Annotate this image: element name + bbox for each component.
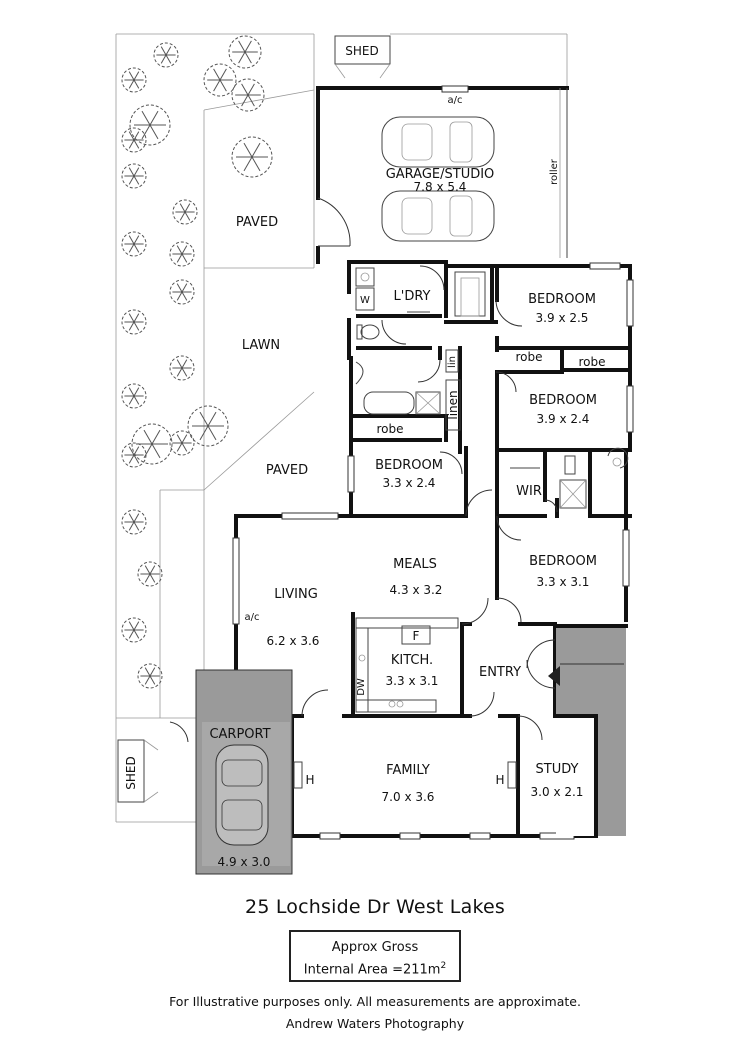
room-label-kitchen: KITCH. <box>391 653 433 668</box>
room-dims-living: 6.2 x 3.6 <box>267 634 320 648</box>
tree-icon <box>169 355 195 381</box>
tree-icon <box>121 163 147 189</box>
robe-label-bed2: robe <box>578 355 605 369</box>
tree-icon <box>121 127 147 153</box>
tree-icon <box>121 442 147 468</box>
laundry-fixtures: W L'DRY <box>355 267 486 317</box>
room-label-bed3: BEDROOM <box>375 458 443 473</box>
area-unit-superscript: 2 <box>440 961 447 971</box>
outdoor-label-lawn: LAWN <box>242 338 280 353</box>
room-dims-family: 7.0 x 3.6 <box>382 790 435 804</box>
ac-living-label: a/c <box>245 612 260 623</box>
porch <box>548 628 626 838</box>
room-label-bed4: BEDROOM <box>529 554 597 569</box>
shed-left: SHED <box>117 721 189 803</box>
kitchen-fixtures: F DW <box>355 617 459 713</box>
robe-label-bed3: robe <box>376 422 403 436</box>
tree-icon <box>228 35 262 69</box>
room-label-bed2: BEDROOM <box>529 393 597 408</box>
room-label-garage: GARAGE/STUDIO <box>386 167 495 182</box>
room-dims-bed1: 3.9 x 2.5 <box>536 311 589 325</box>
roller-label: roller <box>549 158 560 185</box>
car-icon <box>215 744 269 846</box>
linen-label: linen <box>446 390 460 419</box>
outdoor-label-paved-mid: PAVED <box>266 463 308 478</box>
disclaimer-text: For Illustrative purposes only. All meas… <box>169 994 581 1009</box>
room-label-shed-left: SHED <box>124 756 138 789</box>
room-dims-study: 3.0 x 2.1 <box>531 785 584 799</box>
doors <box>301 265 558 741</box>
tree-icon <box>121 67 147 93</box>
room-label-entry: ENTRY <box>479 665 521 680</box>
tree-icon <box>121 509 147 535</box>
property-address-title: 25 Lochside Dr West Lakes <box>245 896 505 918</box>
tree-icon <box>172 199 198 225</box>
outdoor-label-paved-top: PAVED <box>236 215 278 230</box>
tree-icon <box>231 136 273 178</box>
heater-right-label: H <box>495 773 504 787</box>
lin-label: lin <box>447 356 458 368</box>
room-dims-garage: 7.8 x 5.4 <box>414 180 467 194</box>
floor-plan: SHED a/c roller GARAGE/STUDIO 7.8 x 5.4 <box>115 33 634 875</box>
room-label-study: STUDY <box>536 762 579 777</box>
heaters: H H <box>293 761 517 789</box>
room-dims-carport: 4.9 x 3.0 <box>218 855 271 869</box>
room-label-family: FAMILY <box>386 763 430 778</box>
room-dims-bed4: 3.3 x 3.1 <box>537 575 590 589</box>
room-dims-bed2: 3.9 x 2.4 <box>537 412 590 426</box>
room-label-carport: CARPORT <box>209 727 270 742</box>
area-line-2: Internal Area =211m2 <box>291 957 459 979</box>
site-boundary <box>115 33 568 823</box>
tree-icon <box>169 430 195 456</box>
room-label-shed-top: SHED <box>345 44 378 58</box>
room-dims-meals: 4.3 x 3.2 <box>390 583 443 597</box>
washer-label: W <box>360 295 370 306</box>
shed-top: SHED <box>334 35 391 79</box>
room-label-laundry: L'DRY <box>394 289 431 304</box>
tree-icon <box>121 231 147 257</box>
tree-icon <box>153 42 179 68</box>
room-label-living: LIVING <box>274 587 318 602</box>
tree-icon <box>121 383 147 409</box>
bathroom-fixtures: lin linen robe <box>355 324 461 436</box>
carport: CARPORT 4.9 x 3.0 <box>195 669 293 875</box>
room-labels: BEDROOM 3.9 x 2.5 robe robe BEDROOM 3.9 … <box>236 215 606 804</box>
tree-icon <box>203 63 237 97</box>
tree-icon <box>231 78 265 112</box>
area-value: Internal Area =211m <box>303 962 441 978</box>
tree-icon <box>121 617 147 643</box>
tree-icon <box>169 241 195 267</box>
room-dims-bed3: 3.3 x 2.4 <box>383 476 436 490</box>
ac-garage-label: a/c <box>448 95 463 106</box>
area-line-1: Approx Gross <box>331 940 419 955</box>
car-icon <box>381 116 495 168</box>
garden-trees <box>121 35 273 689</box>
dishwasher-label: DW <box>356 678 367 696</box>
tree-icon <box>169 279 195 305</box>
tree-icon <box>137 663 163 689</box>
garage: a/c roller GARAGE/STUDIO 7.8 x 5.4 <box>316 85 569 264</box>
room-dims-kitchen: 3.3 x 3.1 <box>386 674 439 688</box>
room-label-meals: MEALS <box>393 557 437 572</box>
heater-left-label: H <box>305 773 314 787</box>
area-box: Approx Gross Internal Area =211m2 <box>289 930 461 982</box>
tree-icon <box>137 561 163 587</box>
tree-icon <box>131 423 173 465</box>
fridge-label: F <box>413 629 420 643</box>
ensuite-fixtures <box>510 447 629 509</box>
photographer-credit: Andrew Waters Photography <box>285 1016 465 1031</box>
room-label-wir: WIR <box>516 484 542 499</box>
robe-label-bed1: robe <box>515 350 542 364</box>
tree-icon <box>129 104 171 146</box>
car-icon <box>381 190 495 242</box>
tree-icon <box>121 309 147 335</box>
tree-icon <box>187 405 229 447</box>
room-label-bed1: BEDROOM <box>528 292 596 307</box>
